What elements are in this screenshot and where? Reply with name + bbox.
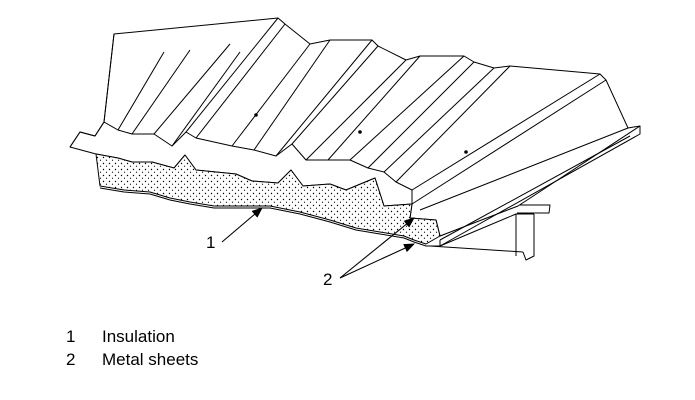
callout-leaders <box>221 207 415 279</box>
bottom-metal-sheet <box>99 187 440 247</box>
leader-insulation <box>221 207 263 243</box>
legend-row-metal-sheets: 2 Metal sheets <box>66 351 198 368</box>
insulation-core <box>95 153 441 245</box>
leader-top-sheet <box>339 217 415 279</box>
callout-number-1: 1 <box>206 233 216 252</box>
legend-number: 1 <box>66 327 76 346</box>
legend-label: Insulation <box>102 327 175 346</box>
callout-number-2: 2 <box>323 270 333 289</box>
leader-bottom-sheet <box>339 243 415 279</box>
legend-row-insulation: 1 Insulation <box>66 328 175 345</box>
legend-label: Metal sheets <box>102 350 199 369</box>
top-metal-sheet <box>69 17 641 237</box>
legend-number: 2 <box>66 350 76 369</box>
